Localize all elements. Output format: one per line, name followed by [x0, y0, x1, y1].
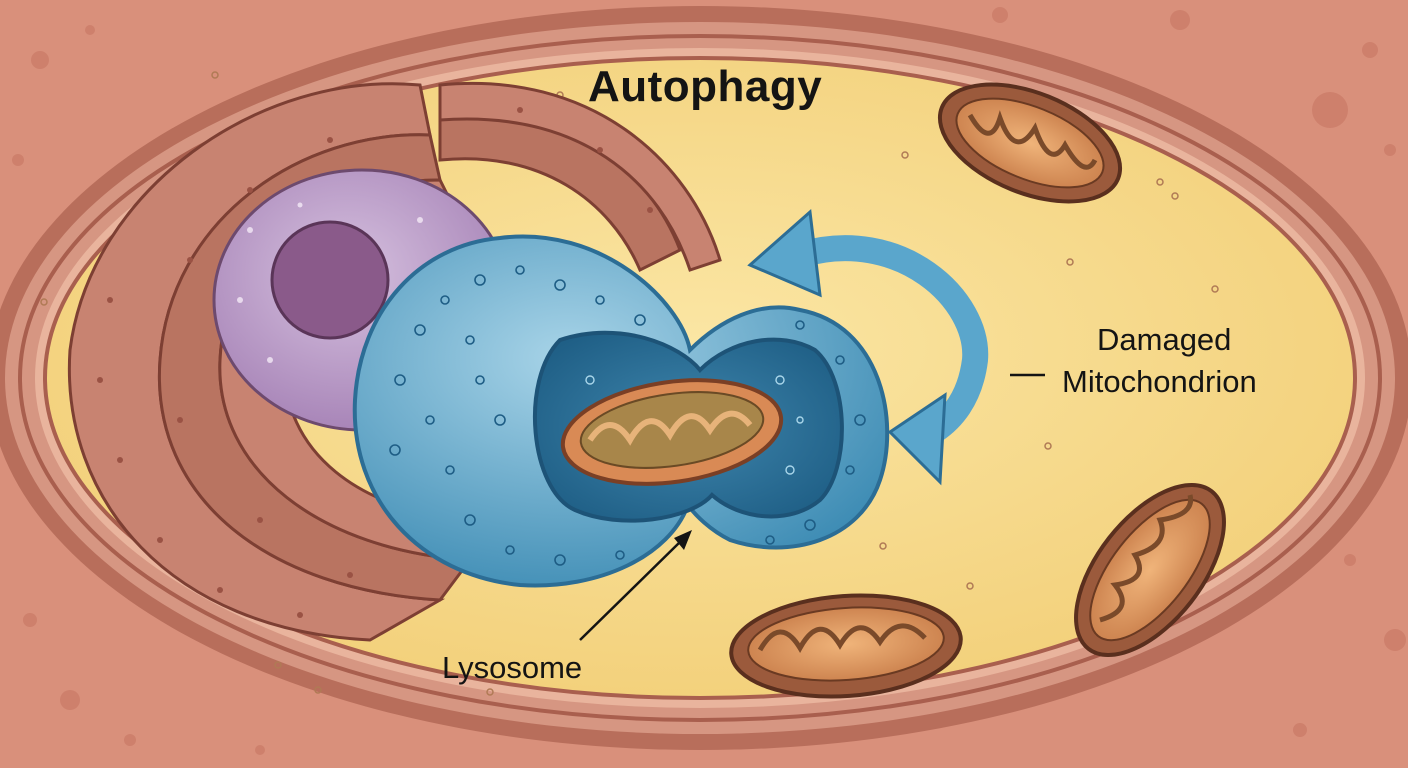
damaged-mitochondrion-label-line1: Damaged — [1097, 322, 1232, 357]
mitochondrion-top-right — [937, 82, 1123, 204]
lysosome-vesicles — [389, 265, 866, 566]
mitochondrion-bottom-center — [729, 593, 963, 699]
lysosome-pointer-arrow — [579, 530, 692, 641]
lysosome-label: Lysosome — [442, 650, 583, 685]
ribosomes — [97, 107, 653, 618]
diagram-title: Autophagy — [588, 62, 823, 111]
damaged-mitochondrion-label-line2: Mitochondrion — [1062, 364, 1257, 399]
mitochondrion-bottom-right — [1074, 482, 1226, 658]
nucleolus — [270, 220, 390, 340]
tissue-speckles — [12, 7, 1406, 755]
engulfed-mitochondrion — [560, 378, 784, 486]
curved-arrow — [747, 208, 989, 486]
cytoplasm-granules — [40, 71, 1219, 696]
